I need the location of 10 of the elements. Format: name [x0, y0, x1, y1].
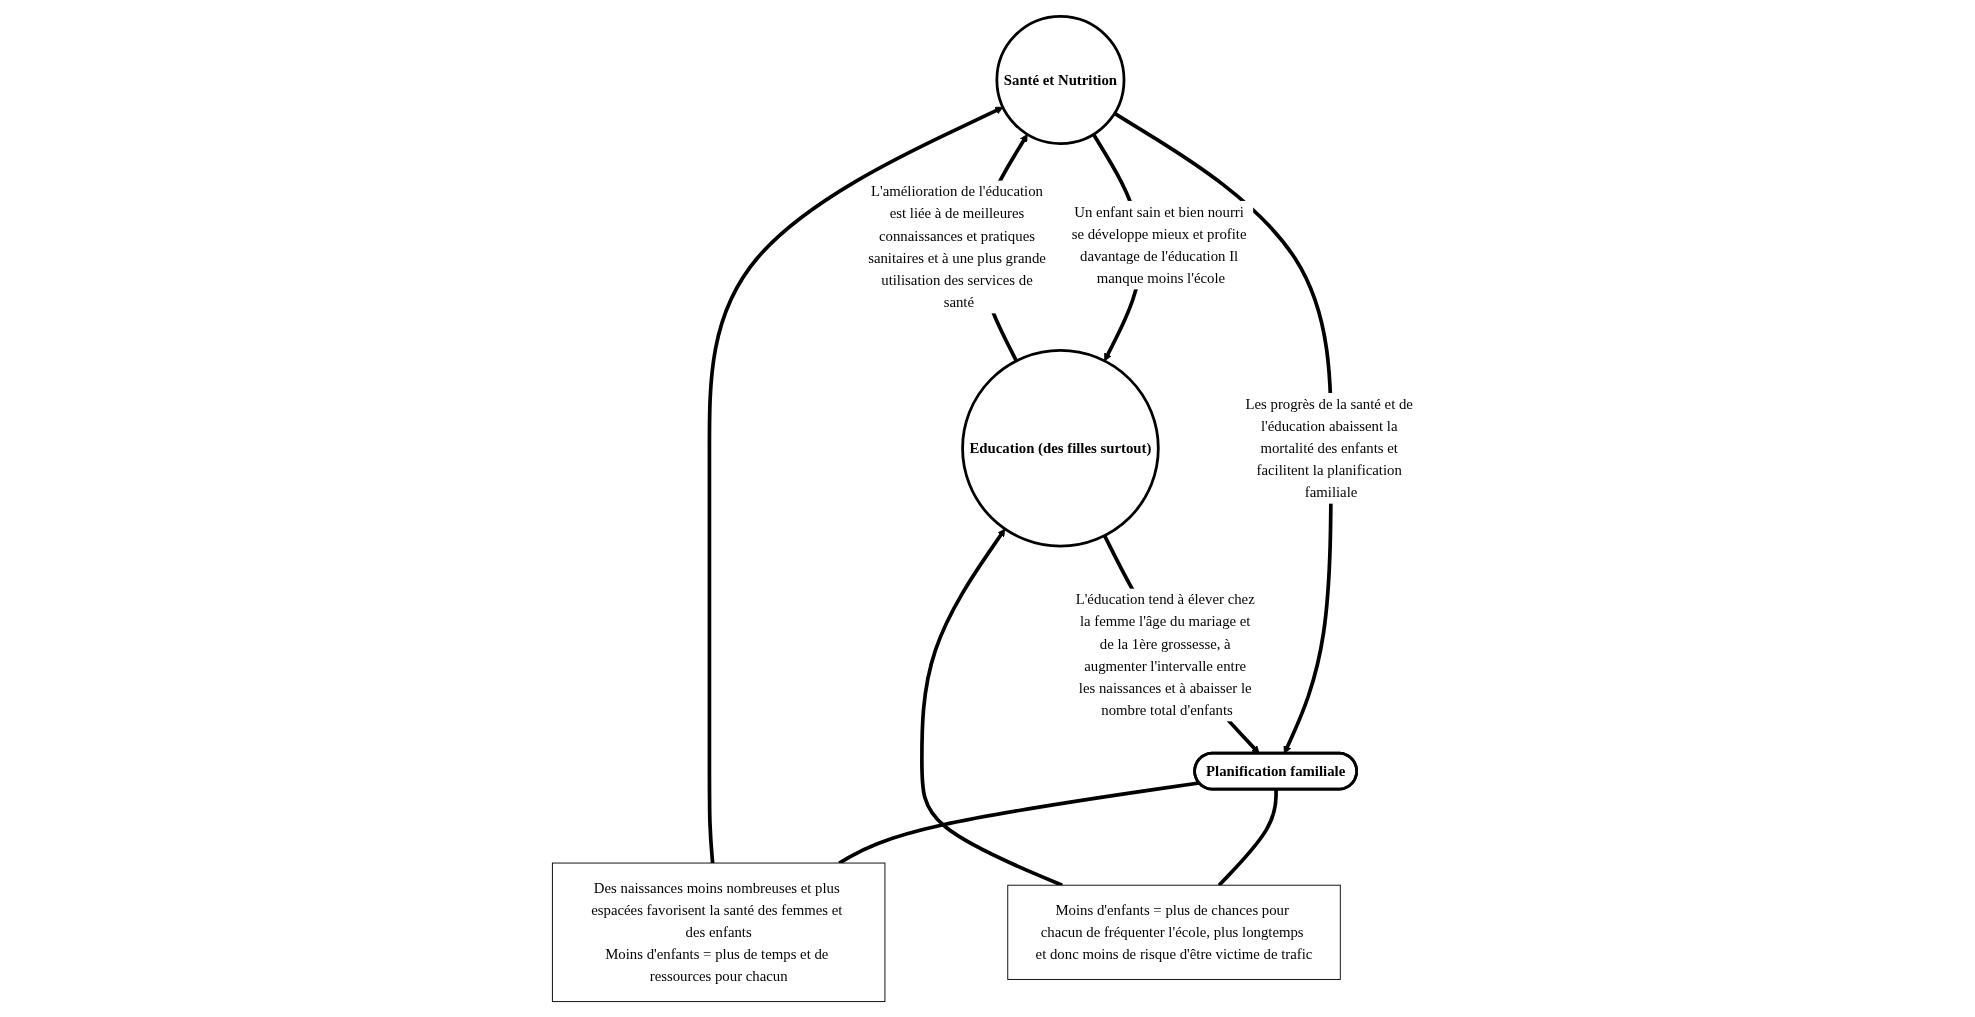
- edge-label: Un enfant sain et bien nourri se développe mieux et profite davantage de l'éducation Il manque moins l'école: [1071, 203, 1247, 286]
- connector: [1217, 789, 1278, 886]
- edge-label: Les progrès de la santé et de l'éducation abaissent la mortalité des enfants et facilitent la planification familiale: [1245, 395, 1413, 500]
- node-box: Des naissances moins nombreuses et plus espacées favorisent la santé des femmes et des enfants Moins d'enfants = plus de temps et de ressources pour chacun: [551, 862, 885, 1002]
- node-box: Moins d'enfants = plus de chances pour chacun de fréquenter l'école, plus longtemps et donc moins de risque d'être victime de trafic: [1006, 884, 1341, 980]
- arrow: [707, 106, 1003, 863]
- node-circle: Santé et Nutrition: [995, 14, 1125, 145]
- node-circle: Education (des filles surtout): [960, 348, 1160, 548]
- edge-label: L'éducation tend à élever chez la femme l'âge du mariage et de la 1ère grossesse, à augmenter l'intervalle entre les naissances et à abaisser le nombre total d'enfants: [1075, 590, 1255, 718]
- edge-label: L'amélioration de l'éducation est liée à de meilleures connaissances et pratiques sanitaires et à une plus grande utilisation des services de santé: [867, 182, 1046, 310]
